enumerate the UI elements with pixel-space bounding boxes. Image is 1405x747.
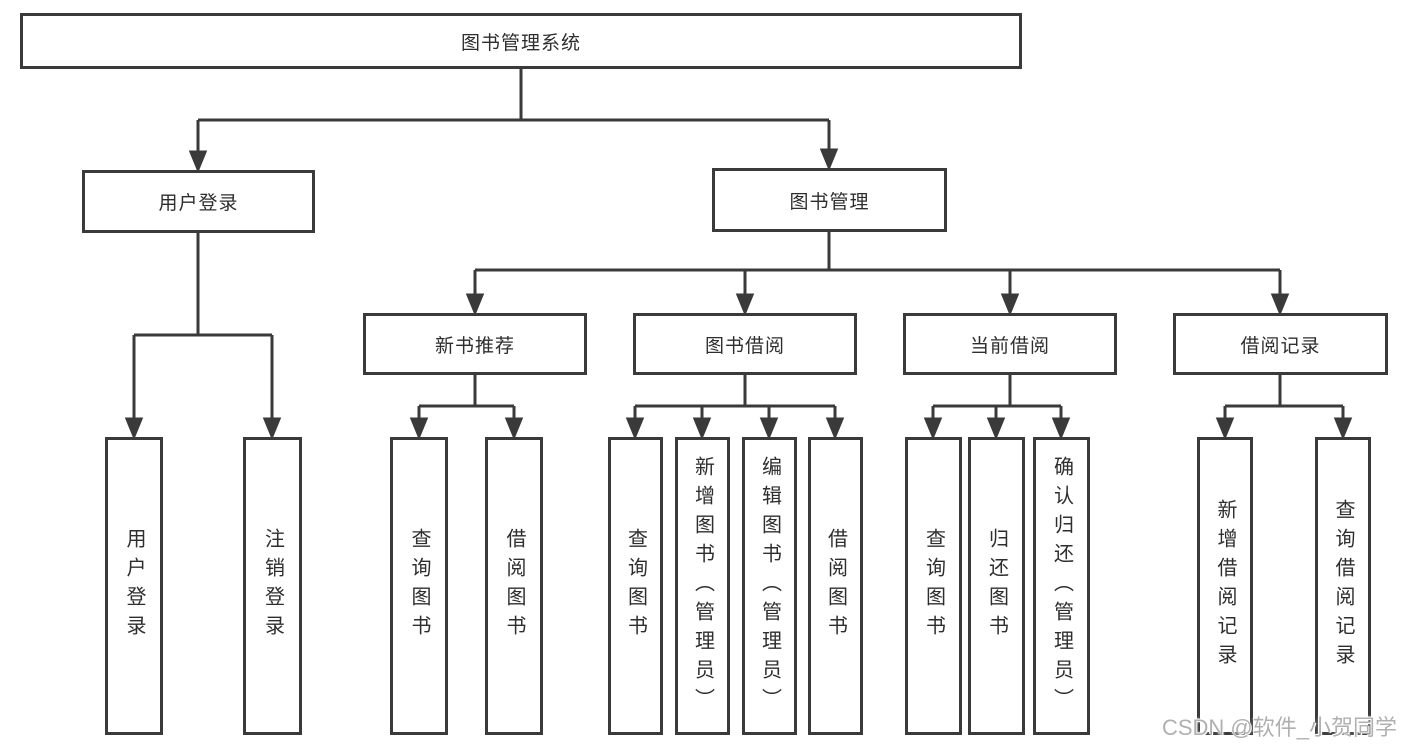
node-current-borrow: 当前借阅	[903, 313, 1117, 375]
node-book-management: 图书管理	[712, 168, 947, 232]
node-new-book-recommend-label: 新书推荐	[434, 335, 515, 357]
leaf-current-confirm-return-admin: 确认归还（管理员）	[1033, 437, 1090, 735]
leaf-current-return-book: 归还图书	[968, 437, 1025, 735]
node-root: 图书管理系统	[20, 13, 1022, 69]
leaf-record-add-borrow-record: 新增借阅记录	[1197, 437, 1253, 735]
leaf-user-login: 用户登录	[105, 437, 163, 735]
leaf-borrow-query-book: 查询图书	[608, 437, 663, 735]
node-user-login: 用户登录	[82, 170, 315, 233]
node-new-book-recommend: 新书推荐	[363, 313, 587, 375]
leaf-borrow-borrow-book: 借阅图书	[808, 437, 863, 735]
node-book-borrow-label: 图书借阅	[704, 335, 785, 357]
node-book-management-label: 图书管理	[789, 191, 870, 213]
leaf-recommend-query-book: 查询图书	[390, 437, 448, 735]
leaf-record-query-borrow-record: 查询借阅记录	[1315, 437, 1371, 735]
leaf-borrow-add-book-admin: 新增图书（管理员）	[675, 437, 730, 735]
node-borrow-record: 借阅记录	[1173, 313, 1388, 375]
node-root-label: 图书管理系统	[460, 32, 581, 54]
leaf-logout: 注销登录	[243, 437, 302, 735]
leaf-borrow-edit-book-admin: 编辑图书（管理员）	[742, 437, 797, 735]
node-book-borrow: 图书借阅	[633, 313, 857, 375]
node-user-login-label: 用户登录	[158, 193, 239, 214]
leaf-recommend-borrow-book: 借阅图书	[485, 437, 543, 735]
leaf-current-query-book: 查询图书	[905, 437, 962, 735]
node-current-borrow-label: 当前借阅	[969, 335, 1050, 357]
csdn-watermark: CSDN @软件_小贺同学	[1161, 715, 1397, 740]
node-borrow-record-label: 借阅记录	[1240, 335, 1321, 357]
